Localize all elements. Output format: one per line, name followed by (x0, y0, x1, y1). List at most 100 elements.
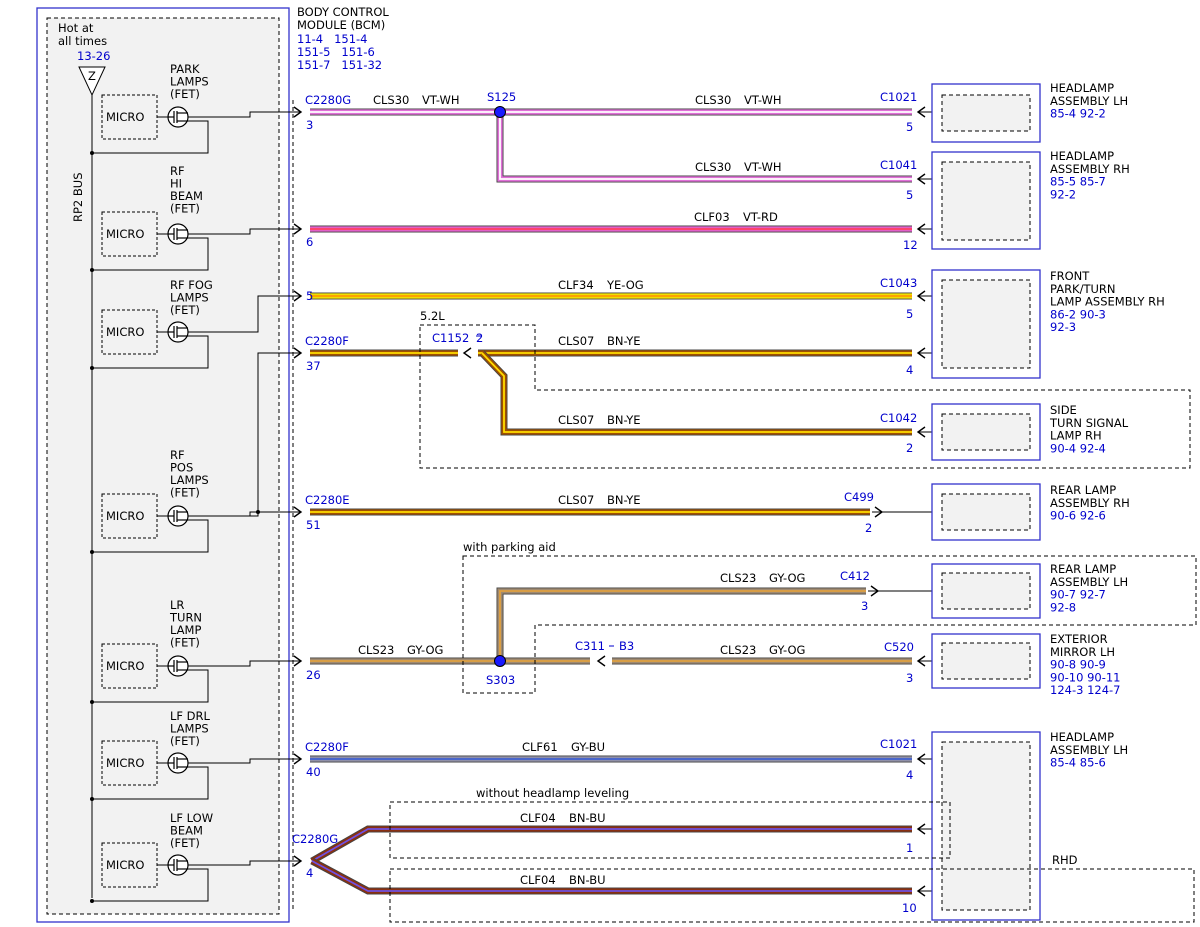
bcm-connector-name: C2280G (305, 93, 351, 107)
wire-color-label: GY-OG (407, 643, 443, 657)
wire-clf04-bn-bu-a (310, 825, 912, 865)
component-name: TURN SIGNAL (1049, 416, 1129, 430)
wire-circuit-label: CLS30 (373, 93, 409, 107)
hot-at-all-times-label: Hot at (58, 21, 94, 35)
component-box (931, 633, 1041, 689)
component-name: REAR LAMP (1050, 483, 1116, 497)
component-ref: 90-10 90-11 (1050, 670, 1121, 684)
driver-label: TURN (169, 611, 202, 625)
driver-label: (FET) (170, 87, 200, 101)
component-connector-arrow-icon (916, 347, 926, 359)
component-box (931, 403, 1041, 461)
micro-label: MICRO (106, 659, 144, 673)
component-connector-name: C1043 (880, 276, 917, 290)
wire-color-label: BN-YE (607, 493, 641, 507)
component-connector-name: C1042 (880, 411, 917, 425)
component-box (931, 151, 1041, 250)
driver-label: RF (170, 448, 185, 462)
component-name: HEADLAMP (1050, 81, 1114, 95)
component-connector-pin: 1 (906, 841, 913, 855)
hot-at-all-times-label-2: all times (58, 34, 107, 48)
bcm-title-line-1: BODY CONTROL (297, 5, 389, 19)
fuse-triangle-icon (78, 66, 106, 97)
component-name: ASSEMBLY LH (1050, 575, 1128, 589)
component-connector-arrow-icon (916, 106, 926, 118)
component-name: MIRROR LH (1050, 645, 1115, 659)
bcm-connector-pin: 51 (306, 518, 321, 532)
wire-color-label: BN-YE (607, 413, 641, 427)
components-layer (931, 83, 1041, 921)
driver-label: LAMP (170, 623, 201, 637)
junction-dot (256, 510, 260, 514)
inline-connector-c311: C311 (575, 639, 605, 653)
component-connector-pin: 5 (906, 120, 913, 134)
wire-color-label: BN-BU (569, 873, 606, 887)
driver-label: LAMPS (170, 722, 209, 736)
inline-connector-c311-pin: B3 (619, 639, 634, 653)
wire-color-label: VT-RD (743, 210, 778, 224)
driver-label: LR (170, 598, 184, 612)
component-connector-arrow-icon (916, 426, 926, 438)
component-connector-pin: 5 (906, 188, 913, 202)
bcm-pin-arrow-icon (293, 655, 303, 667)
wire-circuit-label: CLS07 (558, 334, 594, 348)
wire-layer (310, 106, 942, 897)
headlamp-leveling-option-note: without headlamp leveling (476, 786, 629, 800)
bcm-output-lead (188, 295, 300, 333)
fuse-symbol-label: Z (88, 69, 96, 83)
component-connector-arrow-icon (874, 506, 884, 518)
driver-label: (FET) (170, 486, 200, 500)
wire-circuit-label: CLF34 (558, 278, 594, 292)
bcm-refs-line-1: 11-4 151-4 (297, 32, 367, 46)
driver-label: POS (170, 461, 193, 475)
component-name: ASSEMBLY LH (1050, 94, 1128, 108)
driver-label: LAMPS (170, 75, 209, 89)
micro-label: MICRO (106, 509, 144, 523)
option-groups: 5.2L with parking aid without headlamp l… (389, 309, 1197, 923)
bcm-outline (36, 7, 290, 923)
wire-color-label: GY-BU (571, 740, 605, 754)
bcm-connector-pin: 40 (306, 765, 321, 779)
bcm-pin-arrow-icon (293, 506, 303, 518)
component-connector-pin: 3 (861, 599, 868, 613)
bcm-internal-panel (46, 17, 280, 915)
bcm-connector-pin: 6 (306, 235, 313, 249)
bcm-connector-pin: 5 (306, 289, 313, 303)
component-connector-pin: 10 (902, 901, 917, 915)
wire-circuit-label: CLS23 (720, 571, 756, 585)
component-connector-name: C1021 (880, 90, 917, 104)
wire-color-label: VT-WH (422, 93, 460, 107)
bcm-output-lead (188, 228, 300, 235)
splice-s303-label: S303 (486, 673, 515, 687)
engine-option-note: 5.2L (420, 309, 445, 323)
rhd-option-note: RHD (1052, 853, 1078, 867)
component-connector-arrow-icon (916, 173, 926, 185)
driver-label: LF DRL (170, 709, 211, 723)
component-connector-name: C1021 (880, 737, 917, 751)
component-box (931, 483, 1041, 541)
bcm-pin-arrow-icon (293, 855, 303, 867)
component-ref: 90-6 92-6 (1050, 509, 1106, 523)
splice-s303-dot (494, 655, 506, 667)
component-name: HEADLAMP (1050, 149, 1114, 163)
wire-circuit-label: CLF04 (520, 873, 556, 887)
component-name: REAR LAMP (1050, 562, 1116, 576)
wire-circuit-label: CLS07 (558, 493, 594, 507)
component-connector-pin: 4 (906, 768, 913, 782)
micro-label: MICRO (106, 110, 144, 124)
component-name: LAMP ASSEMBLY RH (1050, 295, 1165, 309)
component-ref: 85-4 92-2 (1050, 107, 1106, 121)
component-connector-arrow-icon (916, 655, 926, 667)
wire-circuit-label: CLS30 (695, 160, 731, 174)
bcm-output-lead (188, 860, 300, 866)
wire-cls07-bn-ye-c (479, 350, 912, 436)
bcm-pin-arrow-icon (293, 223, 303, 235)
driver-label: RF FOG (170, 278, 213, 292)
bcm-connector-pin: 37 (306, 359, 321, 373)
component-connector-arrow-icon (916, 885, 926, 897)
wire-circuit-label: CLS23 (358, 643, 394, 657)
parking-aid-option-note: with parking aid (463, 540, 556, 554)
driver-label: (FET) (170, 734, 200, 748)
inline-connector-c1152-pin: 2 (476, 331, 483, 345)
